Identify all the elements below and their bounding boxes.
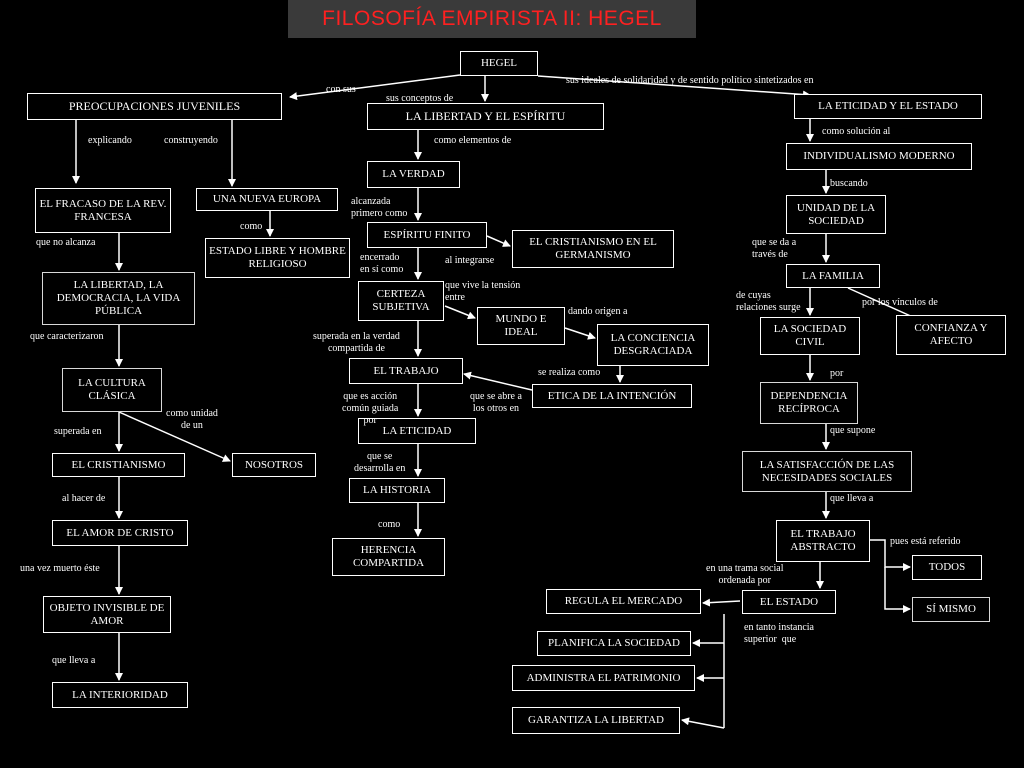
label-como: como — [240, 221, 263, 232]
label-que-caracterizaron: que caracterizaron — [30, 331, 104, 342]
node-nueva-europa: UNA NUEVA EUROPA — [196, 188, 338, 211]
label-que-se-da: que se da a través de — [752, 237, 797, 260]
label-se-realiza: se realiza como — [538, 367, 601, 378]
node-unidad-sociedad: UNIDAD DE LA SOCIEDAD — [786, 195, 886, 234]
node-el-estado: EL ESTADO — [742, 590, 836, 614]
label-por: por — [830, 368, 844, 379]
label-al-integrarse: al integrarse — [445, 255, 495, 266]
label-que-no-alcanza: que no alcanza — [36, 237, 96, 248]
node-herencia: HERENCIA COMPARTIDA — [332, 538, 445, 576]
node-amor-cristo: EL AMOR DE CRISTO — [52, 520, 188, 546]
label-con-sus: con sus — [326, 84, 356, 95]
label-pues-esta: pues está referido — [890, 536, 961, 547]
label-dando-origen: dando origen a — [568, 306, 628, 317]
node-etica-intencion: ETICA DE LA INTENCIÓN — [532, 384, 692, 408]
node-individualismo: INDIVIDUALISMO MODERNO — [786, 143, 972, 170]
node-si-mismo: SÍ MISMO — [912, 597, 990, 622]
label-buscando: buscando — [830, 178, 868, 189]
node-objeto-invisible: OBJETO INVISIBLE DE AMOR — [43, 596, 171, 633]
node-hegel: HEGEL — [460, 51, 538, 76]
label-que-es-accion: que es acción común guiada por — [342, 391, 399, 426]
node-libertad-democracia: LA LIBERTAD, LA DEMOCRACIA, LA VIDA PÚBL… — [42, 272, 195, 325]
node-cultura-clasica: LA CULTURA CLÁSICA — [62, 368, 162, 412]
node-familia: LA FAMILIA — [786, 264, 880, 288]
label-como-solucion: como solución al — [822, 126, 891, 137]
label-superada-verdad: superada en la verdad compartida de — [313, 331, 400, 354]
node-conciencia-desgraciada: LA CONCIENCIA DESGRACIADA — [597, 324, 709, 366]
label-sus-ideales: sus ideales de solidaridad y de sentido … — [566, 75, 814, 86]
label-que-lleva-a-2: que lleva a — [52, 655, 96, 666]
node-historia: LA HISTORIA — [349, 478, 445, 503]
label-que-lleva-a-1: que lleva a — [830, 493, 874, 504]
node-verdad: LA VERDAD — [367, 161, 460, 188]
label-una-vez-muerto: una vez muerto éste — [20, 563, 100, 574]
node-libertad-espiritu: LA LIBERTAD Y EL ESPÍRITU — [367, 103, 604, 130]
label-que-vive: que vive la tensión entre — [445, 280, 521, 303]
node-mundo-ideal: MUNDO E IDEAL — [477, 307, 565, 345]
node-nosotros: NOSOTROS — [232, 453, 316, 477]
node-cristianismo: EL CRISTIANISMO — [52, 453, 185, 477]
node-satisfaccion: LA SATISFACCIÓN DE LAS NECESIDADES SOCIA… — [742, 451, 912, 492]
page-title: FILOSOFÍA EMPIRISTA II: HEGEL — [288, 0, 696, 38]
label-como-2: como — [378, 519, 401, 530]
node-trabajo: EL TRABAJO — [349, 358, 463, 384]
node-eticidad: LA ETICIDAD — [358, 418, 476, 444]
node-certeza-subjetiva: CERTEZA SUBJETIVA — [358, 281, 444, 321]
label-que-supone: que supone — [830, 425, 876, 436]
node-confianza-afecto: CONFIANZA Y AFECTO — [896, 315, 1006, 355]
label-por-vinculos: por los vínculos de — [862, 297, 938, 308]
label-alcanzada: alcanzada primero como — [351, 196, 408, 219]
node-trabajo-abstracto: EL TRABAJO ABSTRACTO — [776, 520, 870, 562]
node-administra-patrimonio: ADMINISTRA EL PATRIMONIO — [512, 665, 695, 691]
node-garantiza-libertad: GARANTIZA LA LIBERTAD — [512, 707, 680, 734]
node-regula-mercado: REGULA EL MERCADO — [546, 589, 701, 614]
label-que-se-desarrolla: que se desarrolla en — [354, 451, 406, 474]
label-superada-en: superada en — [54, 426, 102, 437]
label-encerrado: encerrado en sí como — [360, 252, 404, 275]
label-en-tanto: en tanto instancia superior que — [744, 622, 814, 645]
label-como-elementos: como elementos de — [434, 135, 512, 146]
label-construyendo: construyendo — [164, 135, 218, 146]
label-sus-conceptos: sus conceptos de — [386, 93, 454, 104]
node-dependencia-reciproca: DEPENDENCIA RECÍPROCA — [760, 382, 858, 424]
label-explicando: explicando — [88, 135, 132, 146]
node-interioridad: LA INTERIORIDAD — [52, 682, 188, 708]
node-planifica-sociedad: PLANIFICA LA SOCIEDAD — [537, 631, 691, 656]
node-estado-libre: ESTADO LIBRE Y HOMBRE RELIGIOSO — [205, 238, 350, 278]
node-cristianismo-germanismo: EL CRISTIANISMO EN EL GERMANISMO — [512, 230, 674, 268]
label-en-una-trama: en una trama social ordenada por — [706, 563, 784, 586]
node-fracaso-rev-francesa: EL FRACASO DE LA REV. FRANCESA — [35, 188, 171, 233]
node-sociedad-civil: LA SOCIEDAD CIVIL — [760, 317, 860, 355]
label-al-hacer-de: al hacer de — [62, 493, 106, 504]
node-todos: TODOS — [912, 555, 982, 580]
node-preocupaciones-juveniles: PREOCUPACIONES JUVENILES — [27, 93, 282, 120]
label-que-se-abre: que se abre a los otros en — [470, 391, 522, 414]
node-eticidad-estado: LA ETICIDAD Y EL ESTADO — [794, 94, 982, 119]
node-espiritu-finito: ESPÍRITU FINITO — [367, 222, 487, 248]
label-de-cuyas: de cuyas relaciones surge — [736, 290, 801, 313]
label-como-unidad: como unidad de un — [166, 408, 218, 431]
